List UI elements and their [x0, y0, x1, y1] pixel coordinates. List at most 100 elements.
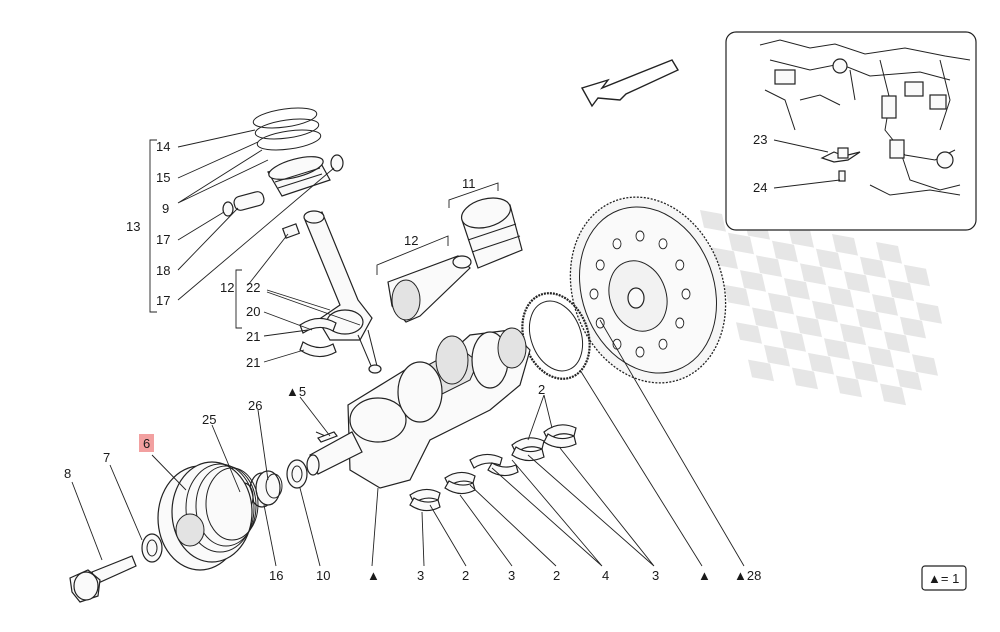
callout-25: 25	[202, 412, 216, 427]
pulley-washer	[141, 533, 163, 563]
checker-square	[728, 232, 754, 255]
checker-square	[836, 375, 862, 398]
checker-square	[772, 240, 798, 263]
checker-square	[784, 278, 810, 300]
callout-11: 11	[462, 176, 476, 191]
quantity-legend: ▲= 1	[921, 565, 967, 591]
pulley-bolt	[69, 555, 137, 603]
checker-square	[904, 264, 930, 287]
callout-2-a: 2	[462, 568, 469, 583]
callout-triangle-crank: ▲	[367, 568, 380, 583]
flywheel-hole	[658, 338, 668, 350]
callout-12-right: 12	[404, 233, 418, 248]
callout-13: 13	[126, 219, 140, 234]
checker-square	[832, 234, 858, 256]
woodruff-key	[317, 431, 338, 443]
callout-3-a: 3	[417, 568, 424, 583]
checker-square	[764, 344, 790, 367]
checker-square	[852, 360, 878, 383]
callout-7: 7	[103, 450, 110, 465]
checker-square	[900, 316, 926, 339]
checker-square	[812, 300, 838, 323]
checker-square	[844, 271, 870, 293]
checkered-flag-watermark-icon	[700, 210, 942, 406]
checker-square	[800, 263, 826, 285]
flywheel-hole	[675, 317, 685, 329]
checker-square	[912, 354, 938, 376]
connecting-rod-left	[281, 210, 382, 374]
callout-4: 4	[602, 568, 609, 583]
callout-21-lower: 21	[246, 355, 260, 370]
checker-square	[748, 359, 774, 382]
callout-9: 9	[162, 201, 169, 216]
callout-6: 6	[143, 436, 150, 451]
thrust-washer	[286, 459, 308, 489]
callout-5: ▲5	[286, 384, 306, 399]
callout-21-upper: 21	[246, 329, 260, 344]
flywheel	[569, 196, 727, 384]
checker-square	[884, 331, 910, 354]
flywheel-hole	[635, 230, 645, 242]
checker-square	[788, 226, 814, 248]
callout-20: 20	[246, 304, 260, 319]
callout-28: ▲28	[734, 568, 761, 583]
checker-square	[768, 292, 794, 315]
checker-square	[860, 256, 886, 279]
flywheel-hole	[612, 238, 622, 250]
callout-18: 18	[156, 263, 170, 278]
checker-square	[896, 368, 922, 391]
checker-square	[756, 255, 782, 277]
flywheel-hole	[595, 259, 605, 271]
callout-12-left: 12	[220, 280, 234, 295]
callout-17-lower: 17	[156, 293, 170, 308]
checker-square	[808, 352, 834, 375]
flywheel-hole	[595, 317, 605, 329]
checker-square	[840, 323, 866, 346]
callout-23: 23	[753, 132, 767, 147]
flywheel-hole	[658, 238, 668, 250]
callout-15: 15	[156, 170, 170, 185]
leader-lines	[71, 129, 841, 567]
checker-square	[828, 286, 854, 308]
checker-square	[876, 242, 902, 264]
callout-triangle-ring: ▲	[698, 568, 711, 583]
callout-3-c: 3	[652, 568, 659, 583]
callout-24: 24	[753, 180, 767, 195]
crankshaft-pulley	[157, 461, 259, 571]
checker-square	[872, 294, 898, 316]
flywheel-hole	[675, 259, 685, 271]
checker-square	[816, 248, 842, 271]
checker-square	[780, 330, 806, 352]
reluctor-ring	[521, 292, 591, 380]
flywheel-hole	[635, 346, 645, 358]
checker-square	[880, 383, 906, 406]
highlight-marker	[139, 434, 154, 452]
checker-square	[868, 346, 894, 368]
checker-square	[888, 279, 914, 301]
oil-seal	[249, 470, 283, 508]
direction-arrow-icon	[580, 59, 680, 108]
checker-square	[856, 308, 882, 331]
flywheel-hole	[589, 288, 599, 300]
checker-square	[752, 307, 778, 330]
checker-square	[736, 322, 762, 344]
rod-bearing-upper	[299, 317, 337, 334]
checker-square	[824, 338, 850, 360]
checker-square	[700, 210, 726, 232]
callout-8: 8	[64, 466, 71, 481]
main-bearing-shells	[409, 424, 577, 512]
inset-detail-panel	[725, 31, 977, 231]
callout-2-b: 2	[553, 568, 560, 583]
callout-16: 16	[269, 568, 283, 583]
callout-14: 14	[156, 139, 170, 154]
checker-square	[724, 284, 750, 307]
callout-26: 26	[248, 398, 262, 413]
callout-22: 22	[246, 280, 260, 295]
crankshaft	[306, 327, 531, 489]
checker-square	[916, 302, 942, 324]
callout-17-upper: 17	[156, 232, 170, 247]
checker-square	[740, 270, 766, 292]
rod-bearing-lower	[299, 341, 337, 358]
